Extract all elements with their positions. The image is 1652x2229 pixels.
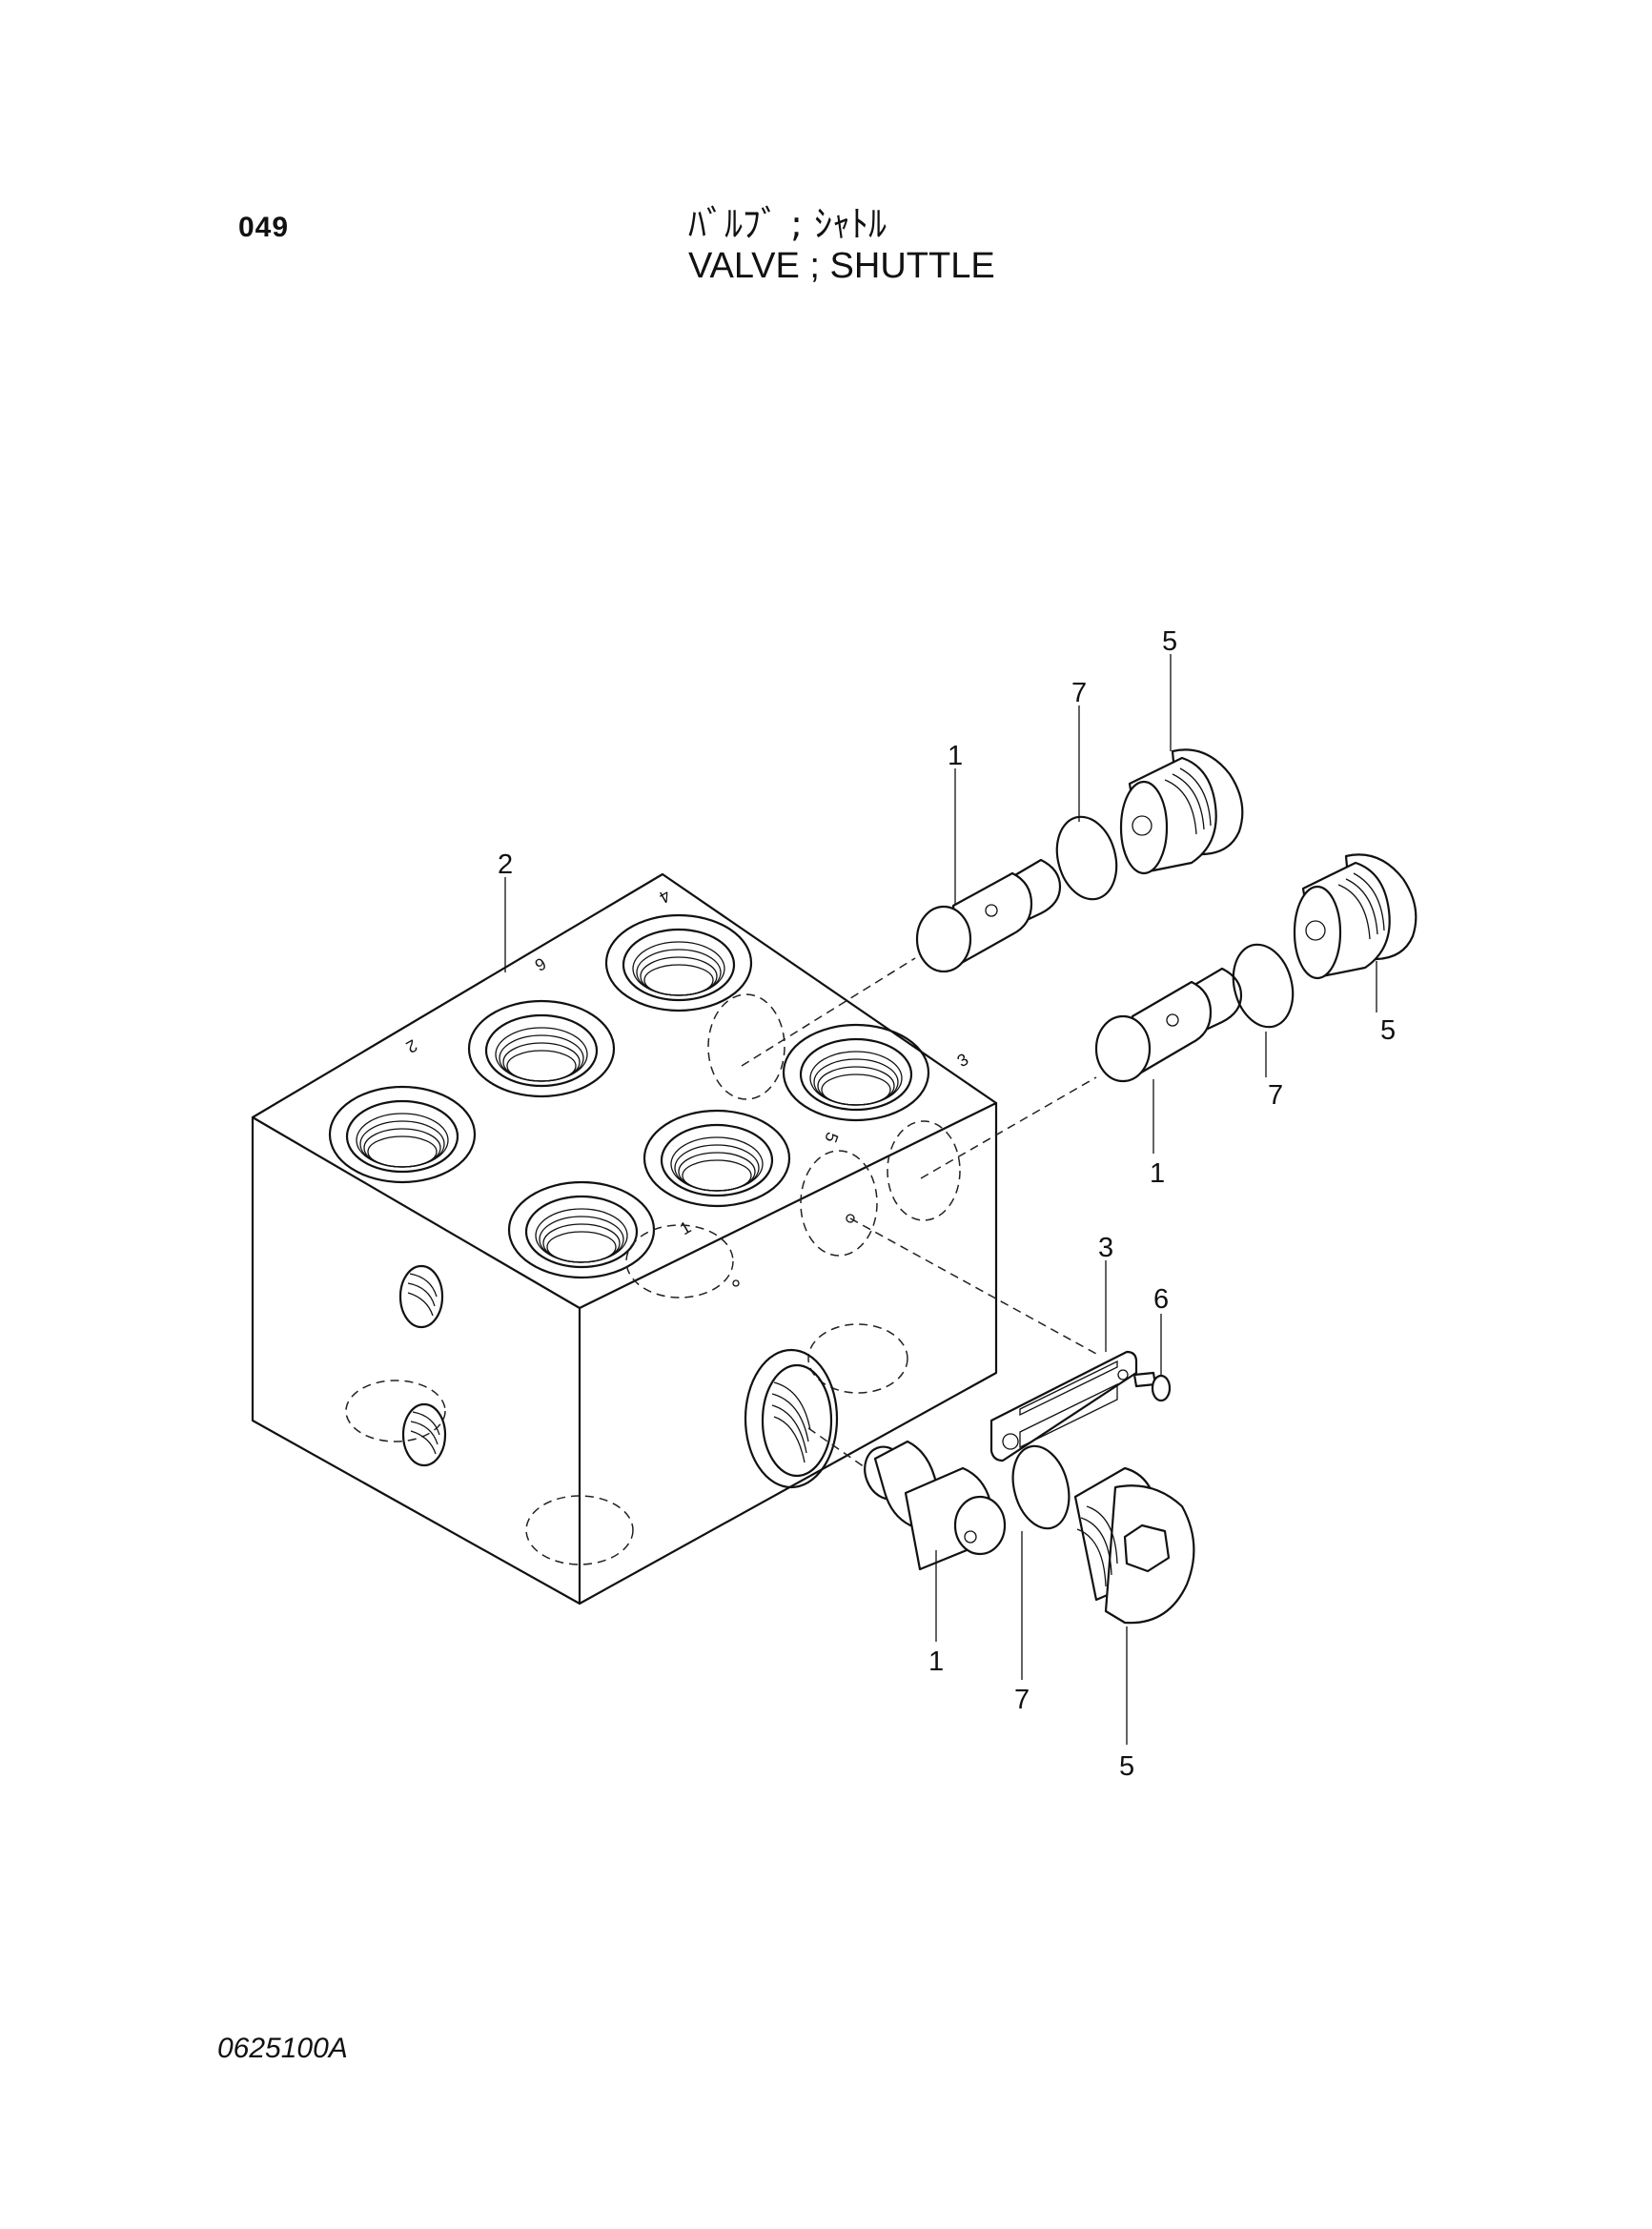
callout-1-top: 1: [948, 741, 963, 771]
plug-bottom: [1073, 1466, 1195, 1625]
callout-1-bottom: 1: [928, 1646, 944, 1677]
title-japanese: ﾊﾞﾙﾌﾞ ; ｼｬﾄﾙ: [688, 203, 887, 245]
shuttle-spool-right: [1094, 967, 1243, 1083]
page-number: 049: [238, 212, 290, 243]
drawing-number: 0625100A: [217, 2033, 348, 2064]
port-label-3: 3: [954, 1050, 972, 1071]
o-ring-top: [1055, 815, 1118, 901]
port-6: [467, 999, 616, 1098]
callout-2: 2: [498, 849, 513, 880]
port-label-2: 2: [403, 1035, 421, 1056]
o-ring-right: [1232, 943, 1295, 1029]
plug-right: [1293, 853, 1417, 980]
shuttle-spool-bottom: [864, 1440, 1007, 1571]
callout-7-right: 7: [1268, 1080, 1283, 1111]
title-english: VALVE ; SHUTTLE: [688, 246, 995, 286]
callout-numbers: 5 7 1 2 5 7 1 3 6 1 7 5: [498, 626, 1396, 1782]
port-1: [507, 1180, 656, 1279]
callout-5-top: 5: [1162, 626, 1177, 657]
left-face-ports: [398, 1264, 447, 1467]
callout-leaders: [504, 654, 1377, 1745]
callout-6: 6: [1153, 1284, 1169, 1315]
port-5: [642, 1109, 791, 1208]
port-3: [782, 1023, 930, 1122]
callout-1-right: 1: [1150, 1158, 1165, 1189]
callout-7-bottom: 7: [1014, 1685, 1030, 1715]
callout-7-top: 7: [1071, 678, 1087, 708]
callout-5-right: 5: [1380, 1015, 1396, 1046]
valve-body: [251, 872, 998, 1605]
callout-5-bottom: 5: [1119, 1751, 1134, 1782]
callout-3: 3: [1098, 1233, 1113, 1263]
shuttle-spool-top: [915, 858, 1062, 973]
right-face-port: [744, 1348, 839, 1489]
plug-top: [1119, 748, 1244, 875]
port-label-5: 5: [821, 1130, 842, 1145]
top-ports: [328, 913, 930, 1279]
port-2: [328, 1085, 477, 1184]
port-label-1: 1: [677, 1217, 695, 1238]
port-label-4: 4: [656, 886, 674, 907]
screw: [1132, 1371, 1172, 1402]
name-plate: [989, 1350, 1138, 1462]
port-4: [604, 913, 753, 1012]
o-ring-bottom: [1011, 1444, 1071, 1530]
port-label-6: 6: [532, 953, 550, 974]
assembly-center-lines: [741, 957, 1097, 1477]
hidden-ports: [345, 993, 961, 1565]
